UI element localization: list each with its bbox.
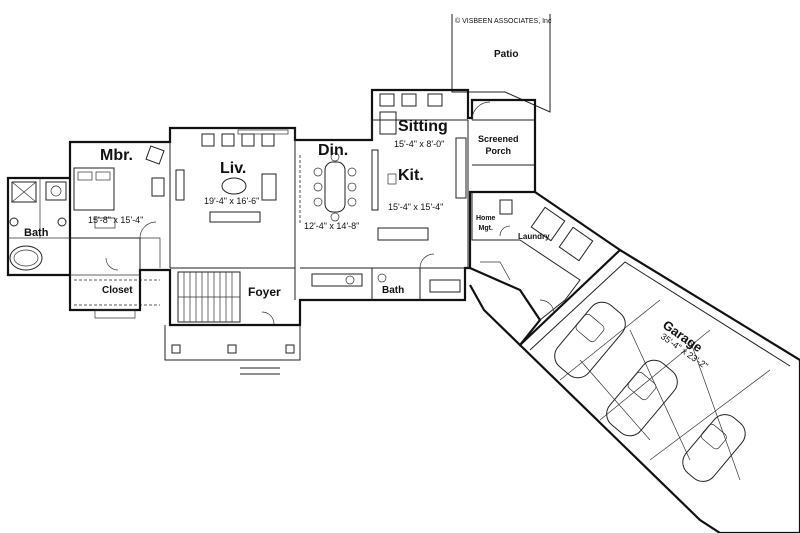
closet-shelves <box>74 279 160 319</box>
room-label-laundry: Laundry <box>518 232 550 241</box>
room-label-master-bath: Bath <box>24 227 49 239</box>
stair <box>177 271 241 323</box>
room-dim-sitting: 15'-4" x 8'-0" <box>394 139 445 149</box>
copyright-text: © VISBEEN ASSOCIATES, Inc <box>455 18 552 25</box>
master-bath-fixtures <box>9 181 67 271</box>
room-label-din: Din. <box>318 142 349 159</box>
room-label-foyer: Foyer <box>248 285 281 299</box>
room-label-hall-bath: Bath <box>382 285 405 296</box>
room-label-screened-porch: Screened Porch <box>478 134 519 156</box>
garage <box>518 248 800 533</box>
room-label-mbr: Mbr. <box>100 147 133 164</box>
dining-table <box>299 152 357 225</box>
room-dim-mbr: 15'-8" x 15'-4" <box>88 215 144 225</box>
room-dim-liv: 19'-4" x 16'-6" <box>204 196 260 206</box>
living-furniture <box>175 129 289 223</box>
master-furniture <box>73 145 165 271</box>
room-label-patio: Patio <box>494 49 519 60</box>
sitting-furniture <box>379 93 443 135</box>
room-label-kit: Kit. <box>398 167 424 184</box>
car-1 <box>554 301 626 379</box>
connector-wing <box>469 191 621 347</box>
exterior-walls <box>6 88 537 327</box>
room-dim-kit: 15'-4" x 15'-4" <box>388 202 444 212</box>
room-dim-din: 12'-4" x 14'-8" <box>304 221 360 231</box>
patio-area <box>451 14 551 113</box>
car-2 <box>606 359 678 437</box>
room-label-closet: Closet <box>102 285 133 296</box>
interior-walls <box>8 119 535 300</box>
room-label-sitting: Sitting <box>398 118 448 135</box>
car-3 <box>682 414 746 482</box>
room-label-home-mgt: Home Mgt. <box>476 215 496 232</box>
hall-bath-fixtures <box>311 253 461 293</box>
kitchen-counters <box>371 137 467 241</box>
front-porch <box>164 311 301 375</box>
porch-details <box>471 101 513 237</box>
room-label-liv: Liv. <box>220 160 247 177</box>
